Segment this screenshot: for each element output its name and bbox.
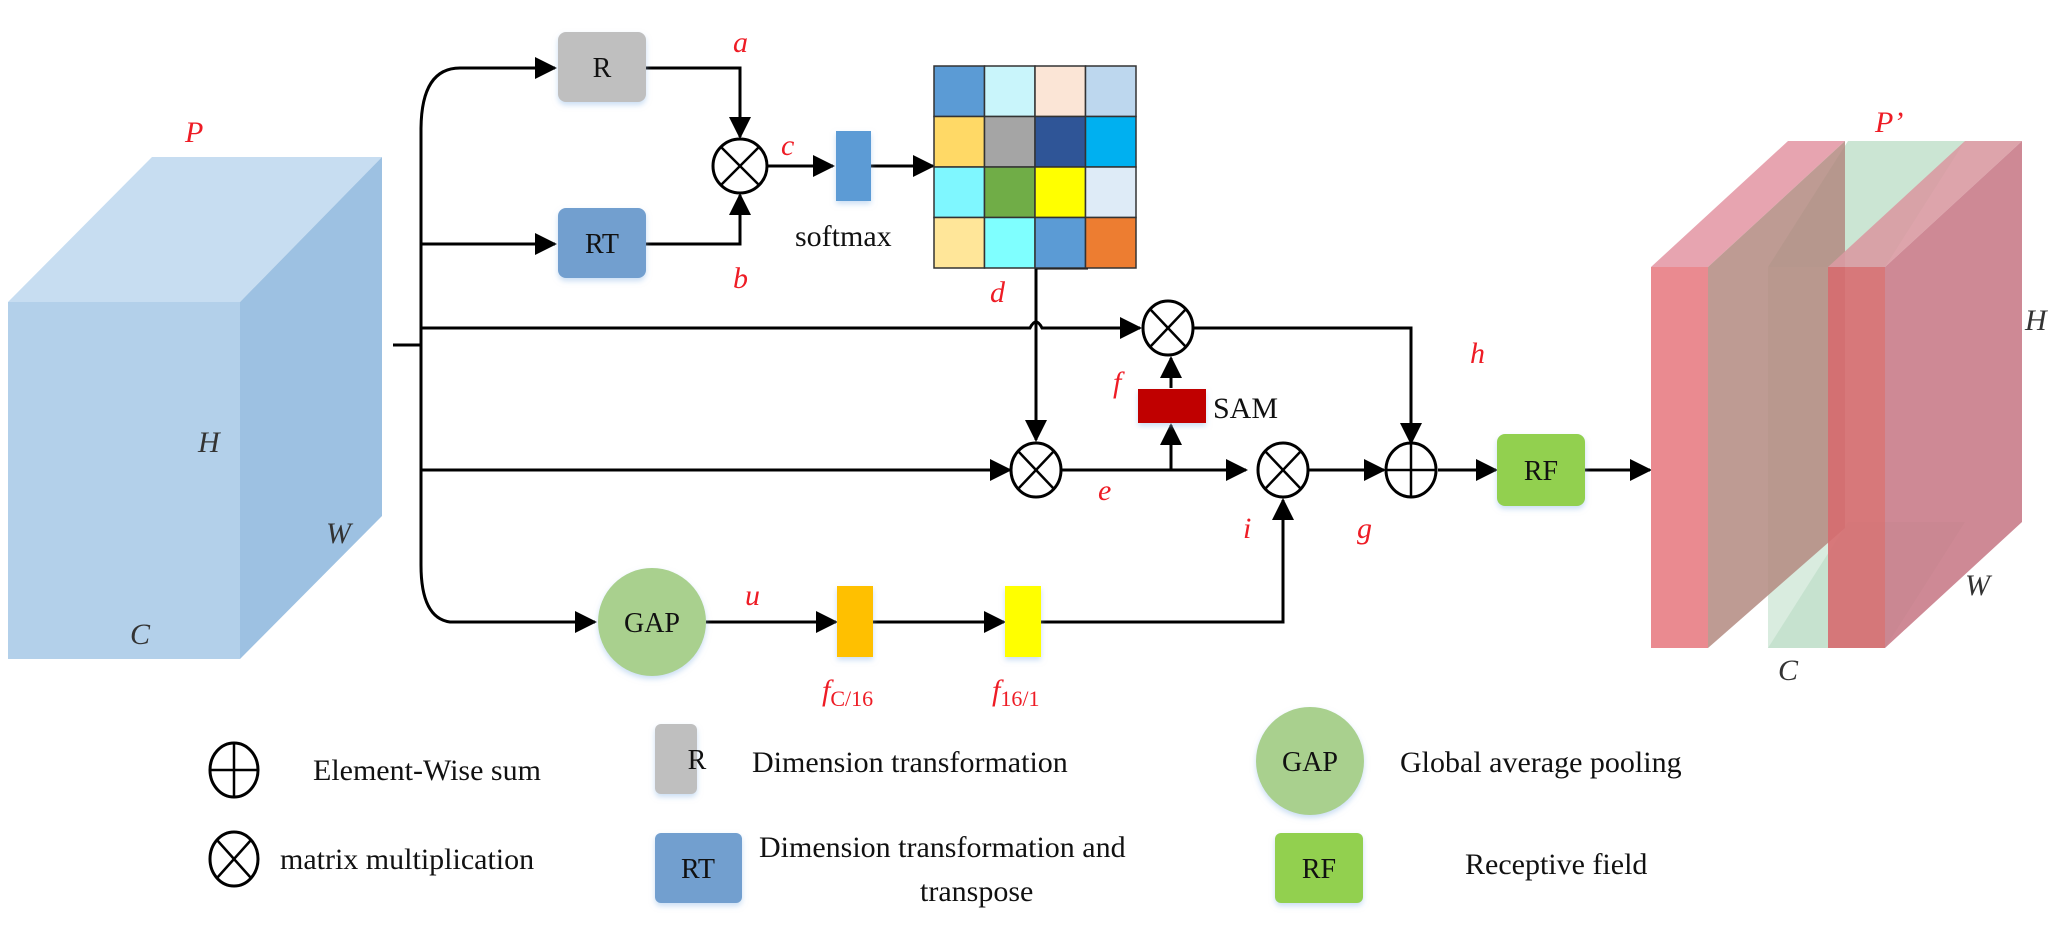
- softmax-label: softmax: [795, 220, 892, 253]
- r-block-box: [558, 32, 646, 102]
- otimes-op-1: [711, 137, 769, 195]
- cube-top-face: [8, 157, 382, 302]
- legend: Element-Wise sum matrix multiplication R…: [208, 707, 1682, 908]
- input-dim-h: H: [197, 426, 222, 459]
- legend-gap-icon: [1256, 707, 1364, 815]
- matrix-cell-r3-c3: [1084, 216, 1137, 269]
- matrix-cell-r1-c2: [1034, 115, 1087, 168]
- output-tensor-cube: P’ H W C: [1651, 106, 2049, 687]
- label-b: b: [733, 262, 748, 295]
- matrix-cell-r2-c3: [1084, 166, 1137, 219]
- legend-oplus-text: Element-Wise sum: [313, 754, 541, 787]
- fc-16-1-block: [1005, 586, 1041, 657]
- matrix-cell-r0-c1: [983, 65, 1036, 118]
- legend-gap-text: Global average pooling: [1400, 746, 1682, 779]
- output-dim-w: W: [1965, 569, 1993, 602]
- matrix-cell-r3-c1: [983, 216, 1036, 269]
- matrix-cell-r2-c0: [933, 166, 986, 219]
- label-i: i: [1243, 512, 1251, 545]
- matrix-cell-r1-c0: [933, 115, 986, 168]
- legend-otimes-icon: [208, 830, 260, 888]
- legend-oplus-icon: [208, 741, 260, 799]
- legend-rt-box: [655, 833, 742, 903]
- label-fc-16-1-sub: 16/1: [1000, 686, 1039, 711]
- output-red-slab-2-side: [1885, 141, 2022, 648]
- legend-rf-text: Receptive field: [1465, 848, 1647, 881]
- output-label-p-prime: P’: [1874, 106, 1903, 139]
- oplus-op: [1384, 441, 1438, 499]
- label-u: u: [745, 579, 760, 612]
- output-red-slab-1-front: [1651, 267, 1708, 648]
- input-tensor-cube: P H W C: [8, 116, 382, 659]
- r-block-label: R: [593, 53, 612, 84]
- label-fc-c16: fC/16: [822, 674, 873, 711]
- input-label-p: P: [184, 116, 203, 149]
- label-d: d: [990, 276, 1006, 309]
- fc-c16-block: [837, 586, 873, 657]
- output-red-slab-1-side: [1708, 141, 1845, 648]
- sam-block: [1138, 389, 1206, 423]
- otimes-op-4: [1256, 441, 1310, 499]
- label-g: g: [1357, 512, 1372, 545]
- rf-block: [1497, 434, 1585, 506]
- matrix-cell-r0-c0: [933, 65, 986, 118]
- legend-r-text: Dimension transformation: [752, 746, 1068, 779]
- gap-block-label: GAP: [624, 608, 680, 639]
- legend-gap-label: GAP: [1282, 747, 1338, 778]
- label-fc-c16-sub: C/16: [830, 686, 873, 711]
- legend-rf-box-label: RF: [1302, 854, 1336, 885]
- legend-rf-box: [1275, 833, 1363, 903]
- gap-block: [598, 568, 706, 676]
- label-e: e: [1098, 474, 1111, 507]
- cube-front-face: [8, 302, 240, 659]
- label-h: h: [1470, 337, 1485, 370]
- matrix-cell-r3-c0: [933, 216, 986, 269]
- cube-side-face: [240, 157, 382, 659]
- label-a: a: [733, 26, 748, 59]
- legend-otimes-text: matrix multiplication: [280, 843, 534, 876]
- legend-rt-box-label: RT: [681, 854, 715, 885]
- matrix-cell-r2-c2: [1034, 166, 1087, 219]
- output-red-slab-1-top: [1651, 141, 1845, 267]
- output-dim-h: H: [2024, 304, 2049, 337]
- legend-rt-text-line1: Dimension transformation and: [759, 831, 1126, 864]
- otimes-op-3: [1009, 441, 1063, 499]
- input-dim-c: C: [130, 618, 151, 651]
- legend-rt-text-line2: transpose: [920, 875, 1033, 908]
- output-dim-c: C: [1778, 654, 1799, 687]
- r-block: [558, 32, 646, 102]
- label-f: f: [1113, 366, 1125, 399]
- output-red-slab-2-front: [1828, 267, 1885, 648]
- matrix-cell-r1-c1: [983, 115, 1036, 168]
- rt-block-box: [558, 208, 646, 278]
- label-c: c: [781, 129, 794, 162]
- rt-block: [558, 208, 646, 278]
- legend-r-box: [655, 724, 697, 794]
- matrix-cell-r1-c3: [1084, 115, 1137, 168]
- matrix-cell-r3-c2: [1034, 216, 1087, 269]
- softmax-block: [836, 131, 871, 201]
- legend-r-box-label: R: [688, 745, 707, 776]
- rt-block-label: RT: [585, 229, 619, 260]
- matrix-cell-r2-c1: [983, 166, 1036, 219]
- matrix-cell-r0-c3: [1084, 65, 1137, 118]
- otimes-op-2: [1141, 299, 1195, 357]
- rf-block-label: RF: [1524, 456, 1558, 487]
- sam-label: SAM: [1213, 392, 1278, 425]
- matrix-cell-r0-c2: [1034, 65, 1087, 118]
- label-fc-16-1: f16/1: [992, 674, 1039, 711]
- output-red-slab-2-top: [1828, 141, 2022, 267]
- input-dim-w: W: [326, 517, 354, 550]
- attention-matrix: [933, 65, 1137, 269]
